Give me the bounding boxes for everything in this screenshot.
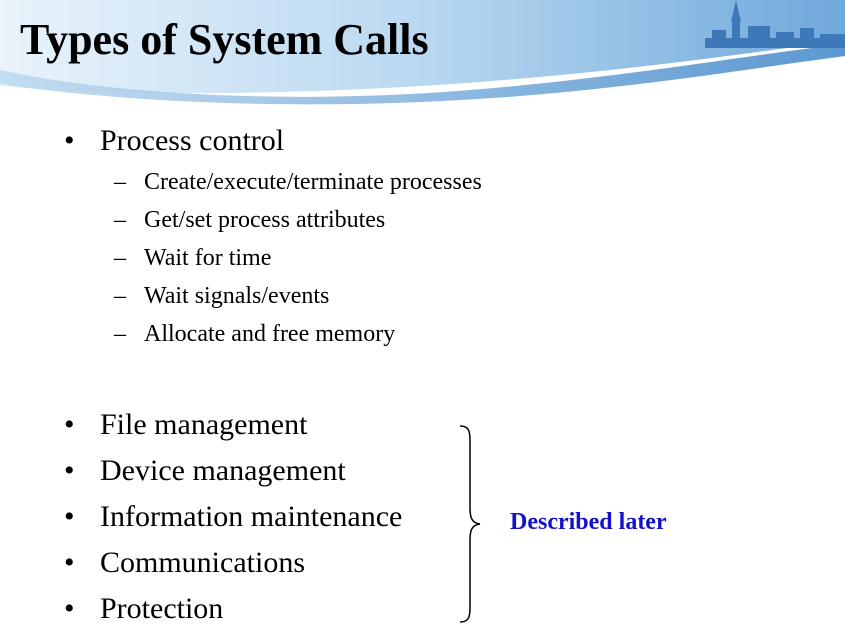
bullet-marker: • [64, 408, 75, 441]
sub-marker: – [114, 321, 126, 347]
bullet-marker: • [64, 546, 75, 579]
bullet-marker: • [64, 124, 75, 157]
sub-item-label: Wait signals/events [144, 283, 330, 309]
sub-marker: – [114, 207, 126, 233]
sub-item-label: Create/execute/terminate processes [144, 169, 482, 195]
bullet-label: Process control [100, 124, 285, 157]
bullet-label: Communications [100, 546, 305, 579]
described-later-callout: Described later [510, 509, 667, 535]
bullet-label: Information maintenance [100, 500, 403, 533]
header-wave-decoration [0, 0, 845, 105]
slide-title: Types of System Calls [20, 15, 429, 64]
bullet-label: Device management [100, 454, 346, 487]
bullet-marker: • [64, 500, 75, 533]
bullet-marker: • [64, 454, 75, 487]
right-brace-icon [459, 425, 481, 623]
sub-item-label: Wait for time [144, 245, 272, 271]
bullet-label: Protection [100, 592, 224, 625]
sub-item-label: Allocate and free memory [144, 321, 396, 347]
sub-marker: – [114, 169, 126, 195]
bullet-marker: • [64, 592, 75, 625]
sub-marker: – [114, 283, 126, 309]
sub-marker: – [114, 245, 126, 271]
bullet-label: File management [100, 408, 308, 441]
skyline-icon [705, 0, 845, 48]
sub-item-label: Get/set process attributes [144, 207, 386, 233]
